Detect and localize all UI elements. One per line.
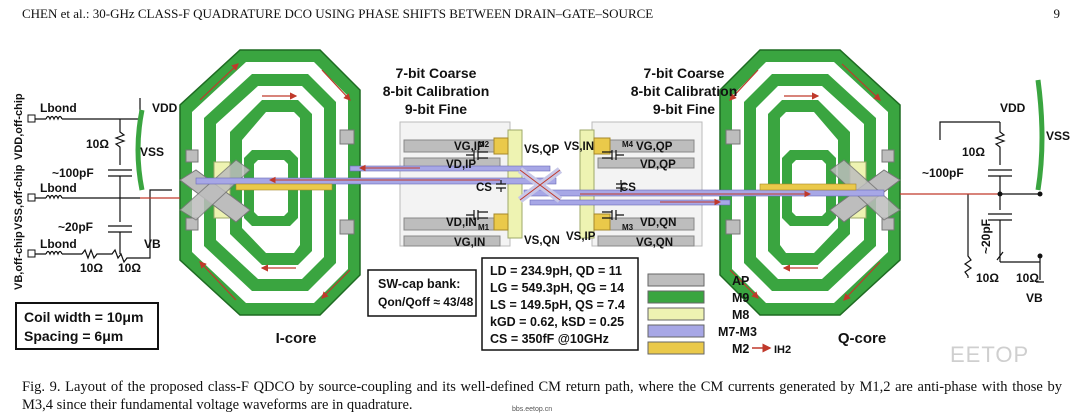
legend-m8: M8 (732, 308, 749, 322)
cal-calib-right: 8-bit Calibration (631, 83, 738, 99)
legend-swatch-m8 (647, 307, 705, 321)
lbl-right-c2: ~20pF (979, 219, 993, 254)
lbl-vgin: VG,IN (454, 237, 485, 249)
legend-m9: M9 (732, 291, 749, 305)
legend-swatch-m7m3 (647, 324, 705, 338)
lbl-left-vss: VSS (140, 145, 164, 159)
cal-fine-right: 9-bit Fine (653, 101, 715, 117)
i-core-label: I-core (276, 330, 317, 347)
lbl-m1: M1 (478, 223, 490, 232)
cal-coarse-right: 7-bit Coarse (644, 65, 725, 81)
lbl-vsip: VS,IP (566, 231, 596, 243)
swcap-q: Qon/Qoff ≈ 43/48 (378, 295, 474, 309)
lbl-right-r3: 10Ω (1016, 271, 1039, 285)
legend-ap: AP (732, 274, 749, 288)
lbl-right-vb: VB (1026, 291, 1043, 305)
lbl-right-r1: 10Ω (962, 145, 985, 159)
q-core-label: Q-core (838, 330, 886, 347)
param-k: kGD = 0.62, kSD = 0.25 (490, 315, 624, 329)
lbl-right-vss: VSS (1046, 129, 1070, 143)
legend-m7m3: M7-M3 (718, 325, 757, 339)
lbl-right-r2: 10Ω (976, 271, 999, 285)
lbl-vdin: VD,IN (446, 217, 477, 229)
lbl-lbond-3: Lbond (40, 237, 77, 251)
lbl-left-r1: 10Ω (86, 137, 109, 151)
lbl-left-c2: ~20pF (58, 220, 93, 234)
lbl-left-r2: 10Ω (80, 261, 103, 275)
lbl-vss-offchip: VSS,off-chip (13, 164, 25, 230)
lbl-vsin: VS,IN (564, 141, 594, 153)
left-vss-wire (135, 109, 145, 191)
lbl-left-r3: 10Ω (118, 261, 141, 275)
legend-swatch-m9 (647, 290, 705, 304)
lbl-left-c1: ~100pF (52, 166, 94, 180)
param-cs: CS = 350fF @10GHz (490, 332, 609, 346)
params-box: LD = 234.9pH, QD = 11 LG = 549.3pH, QG =… (481, 257, 639, 351)
lbl-left-vdd: VDD (152, 101, 178, 115)
running-header: CHEN et al.: 30-GHz CLASS-F QUADRATURE D… (22, 6, 654, 21)
legend-swatch-m2 (647, 341, 705, 355)
watermark: EETOP (950, 342, 1030, 367)
legend-ih2: IH2 (774, 344, 791, 356)
lbl-m2: M2 (478, 140, 490, 149)
swcap-box: SW-cap bank: Qon/Qoff ≈ 43/48 (367, 269, 477, 317)
lbl-vdqp: VD,QP (640, 159, 676, 171)
lbl-cs-left: CS (476, 182, 492, 194)
lbl-m3: M3 (622, 223, 634, 232)
source-note: bbs.eetop.cn (512, 406, 553, 413)
lbl-vgqn: VG,QN (636, 237, 673, 249)
coil-width-text: Coil width = 10μm (24, 309, 143, 325)
lbl-vdqn: VD,QN (640, 217, 676, 229)
lbl-right-c1: ~100pF (922, 166, 964, 180)
left-pads (27, 114, 36, 258)
lbl-right-vdd: VDD (1000, 101, 1026, 115)
left-supply-network (32, 98, 180, 264)
lbl-cs-right: CS (620, 182, 636, 194)
legend-m2: M2 (732, 342, 749, 356)
q-core-coil (719, 49, 901, 316)
right-supply-network (900, 121, 1044, 283)
spacing-text: Spacing = 6μm (24, 328, 123, 344)
lbl-vsqn: VS,QN (524, 235, 560, 247)
lbl-vgqp: VG,QP (636, 141, 673, 153)
legend-swatch-ap (647, 273, 705, 287)
lbl-vsqp: VS,QP (524, 144, 559, 156)
page-number: 9 (1053, 6, 1061, 21)
lbl-m4: M4 (622, 140, 634, 149)
lbl-lbond-1: Lbond (40, 101, 77, 115)
cal-calib-left: 8-bit Calibration (383, 83, 490, 99)
lbl-vb-offchip: VB,off-chip (13, 231, 25, 290)
lbl-lbond-2: Lbond (40, 181, 77, 195)
param-lg: LG = 549.3pH, QG = 14 (490, 281, 624, 295)
param-ls: LS = 149.5pH, QS = 7.4 (490, 298, 625, 312)
lbl-vdd-offchip: VDD,off-chip (13, 93, 25, 160)
swcap-title: SW-cap bank: (378, 277, 460, 291)
legend: AP M9 M8 M7-M3 M2 IH2 (647, 273, 791, 356)
figure-caption: Fig. 9. Layout of the proposed class-F Q… (22, 379, 1062, 413)
param-ld: LD = 234.9pH, QD = 11 (490, 264, 622, 278)
center-block (195, 121, 885, 247)
lbl-vdip: VD,IP (446, 159, 476, 171)
coil-width-box: Coil width = 10μm Spacing = 6μm (15, 302, 159, 350)
cal-coarse-left: 7-bit Coarse (396, 65, 477, 81)
right-vss-wire (1035, 79, 1045, 191)
right-nodes-dots (997, 191, 1043, 259)
cal-fine-left: 9-bit Fine (405, 101, 467, 117)
lbl-vgip: VG,IP (454, 141, 485, 153)
lbl-left-vb: VB (144, 237, 161, 251)
